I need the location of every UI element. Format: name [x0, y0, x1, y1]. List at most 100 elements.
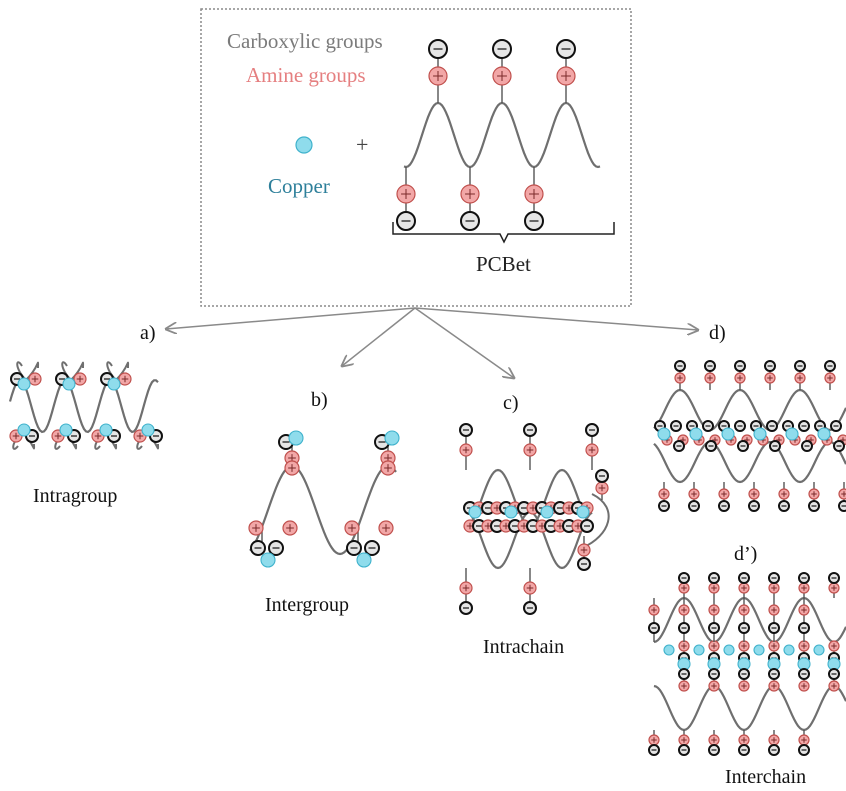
- plus-sign: [681, 643, 687, 649]
- arrow-to-a: [166, 307, 416, 329]
- plus-sign: [433, 71, 443, 81]
- pcbet-label: PCBet: [476, 252, 531, 276]
- plus-sign: [771, 585, 777, 591]
- plus-sign: [771, 683, 777, 689]
- plus-sign: [382, 524, 390, 532]
- plus-sign: [741, 585, 747, 591]
- panel-a-intragroup-structure: [8, 361, 163, 450]
- plus-sign: [12, 432, 20, 440]
- copper-ion-icon: [99, 423, 113, 437]
- plus-sign: [598, 484, 606, 492]
- copper-ion-icon: [356, 552, 372, 568]
- plus-sign: [741, 737, 747, 743]
- copper-ion-icon: [384, 430, 400, 446]
- plus-sign: [465, 189, 475, 199]
- plus-sign: [526, 446, 534, 454]
- plus-sign: [651, 607, 657, 613]
- plus-sign: [831, 683, 837, 689]
- plus-sign: [462, 584, 470, 592]
- plus-sign: [797, 375, 803, 381]
- plus-sign: [741, 607, 747, 613]
- copper-ion-icon: [540, 505, 554, 519]
- plus-sign: [801, 607, 807, 613]
- caption-intrachain: Intrachain: [483, 636, 564, 658]
- plus-sign: [681, 585, 687, 591]
- plus-sign: [252, 524, 260, 532]
- copper-ion-icon: [17, 377, 31, 391]
- plus-sign: [136, 432, 144, 440]
- polymer-backbone: [8, 378, 159, 434]
- plus-sign: [497, 71, 507, 81]
- legend-pcbet-chain: [396, 39, 601, 231]
- plus-sign: [529, 189, 539, 199]
- copper-ion-icon: [288, 430, 304, 446]
- plus-sign: [721, 491, 727, 497]
- copper-ion-icon: [468, 505, 482, 519]
- copper-ion-icon: [657, 427, 671, 441]
- plus-sign: [707, 375, 713, 381]
- plus-sign: [462, 446, 470, 454]
- plus-sign: [651, 737, 657, 743]
- plus-sign: [348, 524, 356, 532]
- polymer-backbone: [249, 464, 397, 556]
- plus-sign: [31, 375, 39, 383]
- panel-d2-letter: d’): [734, 543, 757, 565]
- plus-sign: [54, 432, 62, 440]
- plus-sign: [121, 375, 129, 383]
- plus-sign: [691, 491, 697, 497]
- plus-sign: [384, 464, 392, 472]
- plus-sign: [661, 491, 667, 497]
- caption-intergroup: Intergroup: [265, 594, 349, 616]
- panel-b-intergroup-structure: [248, 430, 400, 568]
- plus-sign: [711, 683, 717, 689]
- copper-ion-icon: [59, 423, 73, 437]
- copper-ion-icon: [504, 505, 518, 519]
- caption-intragroup: Intragroup: [33, 485, 117, 507]
- plus-sign: [286, 524, 294, 532]
- copper-ion-icon: [663, 644, 675, 656]
- copper-ion-icon: [753, 644, 765, 656]
- plus-sign: [801, 585, 807, 591]
- plus-sign: [588, 446, 596, 454]
- polymer-backbone: [465, 468, 593, 528]
- plus-sign: [741, 643, 747, 649]
- arrows: [166, 307, 698, 378]
- plus-sign: [771, 643, 777, 649]
- plus-sign: [831, 643, 837, 649]
- panel-d-letter: d): [709, 322, 726, 344]
- plus-sign: [771, 607, 777, 613]
- copper-ion-icon: [813, 644, 825, 656]
- legend-amine-label: Amine groups: [246, 63, 366, 87]
- plus-sign: [771, 737, 777, 743]
- copper-ion-icon: [295, 136, 313, 154]
- plus-sign: [811, 491, 817, 497]
- plus-sign: [711, 643, 717, 649]
- plus-sign: [526, 584, 534, 592]
- plus-sign: [681, 607, 687, 613]
- legend-plus-sign: +: [356, 132, 368, 157]
- pcbet-brace: [392, 222, 615, 244]
- plus-sign: [94, 432, 102, 440]
- plus-sign: [561, 71, 571, 81]
- plus-sign: [711, 607, 717, 613]
- panel-d-structure: [653, 360, 846, 512]
- polymer-backbone: [653, 388, 846, 432]
- plus-sign: [711, 585, 717, 591]
- copper-ion-icon: [62, 377, 76, 391]
- plus-sign: [801, 643, 807, 649]
- plus-sign: [801, 737, 807, 743]
- legend-polymer-backbone: [403, 101, 601, 169]
- copper-ion-icon: [785, 427, 799, 441]
- panel-b-letter: b): [311, 389, 328, 411]
- legend-box: [200, 8, 632, 307]
- arrow-to-c: [414, 307, 514, 378]
- plus-sign: [677, 375, 683, 381]
- plus-sign: [711, 737, 717, 743]
- arrow-to-d: [414, 307, 698, 330]
- panel-a-letter: a): [140, 322, 156, 344]
- chain-end-loop: [581, 493, 610, 549]
- panel-c-intrachain-structure: [459, 423, 610, 615]
- plus-sign: [401, 189, 411, 199]
- copper-ion-icon: [783, 644, 795, 656]
